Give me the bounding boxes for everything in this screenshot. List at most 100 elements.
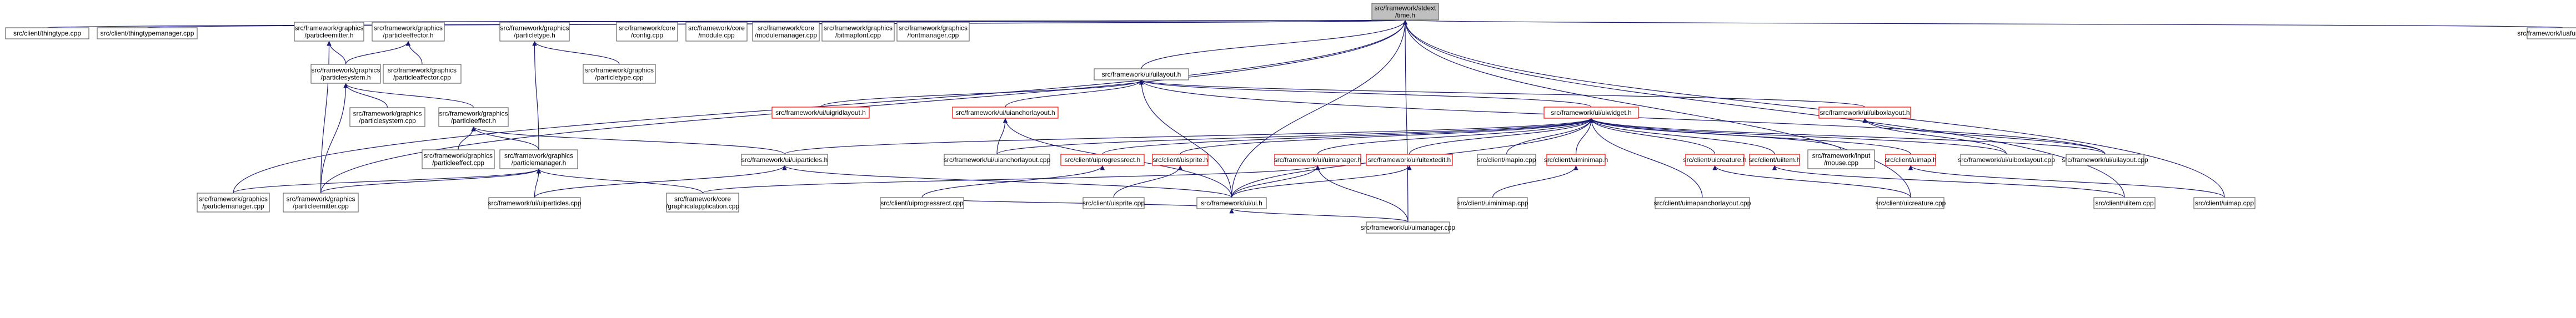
node-box[interactable]: [2093, 197, 2156, 209]
node-box[interactable]: [896, 22, 970, 42]
graph-node[interactable]: src/framework/ui/uianchorlayout.cpp: [944, 154, 1050, 166]
graph-node[interactable]: src/framework/graphics/bitmapfont.cpp: [821, 22, 895, 42]
node-box[interactable]: [1196, 197, 1267, 209]
graph-node[interactable]: src/framework/input/mouse.cpp: [1807, 149, 1875, 169]
node-box[interactable]: [880, 197, 964, 209]
graph-node[interactable]: src/client/thingtypemanager.cpp: [97, 27, 198, 39]
graph-node[interactable]: src/client/uicreature.h: [1683, 154, 1747, 166]
graph-node[interactable]: src/client/mapio.cpp: [1477, 154, 1536, 166]
graph-node[interactable]: src/framework/graphics/particleemitter.c…: [283, 193, 359, 213]
graph-node[interactable]: src/client/uisprite.h: [1152, 154, 1209, 166]
graph-node[interactable]: src/framework/graphics/particleeffect.cp…: [422, 149, 495, 169]
node-box[interactable]: [1152, 154, 1209, 166]
graph-node[interactable]: src/framework/ui/uiboxlayout.h: [1818, 107, 1911, 119]
graph-node[interactable]: src/client/uiitem.cpp: [2093, 197, 2156, 209]
node-box[interactable]: [2527, 27, 2576, 39]
graph-node[interactable]: src/framework/graphics/particleemitter.h: [294, 22, 364, 42]
node-box[interactable]: [1877, 197, 1944, 209]
node-box[interactable]: [1818, 107, 1911, 119]
graph-node[interactable]: src/framework/ui/uimanager.h: [1274, 154, 1361, 166]
node-box[interactable]: [1960, 154, 2053, 166]
node-box[interactable]: [383, 64, 462, 84]
graph-node[interactable]: src/framework/ui/uiparticles.cpp: [488, 197, 582, 209]
graph-node[interactable]: src/framework/graphics/particlesystem.h: [310, 64, 381, 84]
graph-node[interactable]: src/framework/ui/uimanager.cpp: [1361, 221, 1455, 234]
node-box[interactable]: [583, 64, 656, 84]
graph-node[interactable]: src/client/thingtype.cpp: [5, 27, 89, 39]
node-box[interactable]: [438, 107, 509, 127]
node-box[interactable]: [952, 107, 1059, 119]
node-box[interactable]: [97, 27, 198, 39]
node-box[interactable]: [1685, 154, 1745, 166]
graph-node[interactable]: src/framework/ui/uiwidget.h: [1543, 107, 1639, 119]
node-box[interactable]: [2193, 197, 2256, 209]
node-box[interactable]: [1457, 197, 1528, 209]
node-box[interactable]: [1546, 154, 1606, 166]
graph-node[interactable]: src/framework/ui/uiboxlayout.cpp: [1958, 154, 2055, 166]
graph-node[interactable]: src/client/uiprogressrect.cpp: [880, 197, 964, 209]
node-box[interactable]: [499, 149, 578, 169]
node-box[interactable]: [294, 22, 364, 42]
graph-node[interactable]: src/framework/graphics/particletype.cpp: [583, 64, 656, 84]
graph-node[interactable]: src/client/uimapanchorlayout.cpp: [1654, 197, 1751, 209]
graph-node[interactable]: src/framework/ui/ui.h: [1196, 197, 1267, 209]
graph-node[interactable]: src/client/uisprite.cpp: [1082, 197, 1145, 209]
node-box[interactable]: [1094, 68, 1189, 80]
node-box[interactable]: [1477, 154, 1536, 166]
graph-node[interactable]: src/framework/graphics/particlesystem.cp…: [349, 107, 425, 127]
node-box[interactable]: [197, 193, 270, 213]
graph-node[interactable]: src/client/uimap.h: [1885, 154, 1937, 166]
node-box[interactable]: [1371, 3, 1439, 21]
node-box[interactable]: [1274, 154, 1361, 166]
node-box[interactable]: [1807, 149, 1875, 169]
graph-node[interactable]: src/client/uiminimap.h: [1544, 154, 1608, 166]
graph-node[interactable]: src/framework/ui/uilayout.cpp: [2062, 154, 2148, 166]
graph-node[interactable]: src/client/uimap.cpp: [2193, 197, 2256, 209]
node-box[interactable]: [2066, 154, 2144, 166]
graph-node[interactable]: src/client/uiitem.h: [1749, 154, 1801, 166]
graph-node[interactable]: src/framework/core/graphicalapplication.…: [666, 193, 739, 213]
graph-node[interactable]: src/framework/graphics/fontmanager.cpp: [896, 22, 970, 42]
node-box[interactable]: [310, 64, 381, 84]
node-box[interactable]: [1366, 154, 1453, 166]
node-box[interactable]: [1366, 221, 1450, 234]
graph-node[interactable]: src/framework/ui/uianchorlayout.h: [952, 107, 1059, 119]
node-box[interactable]: [349, 107, 425, 127]
node-box[interactable]: [1060, 154, 1145, 166]
graph-node[interactable]: src/framework/ui/uitextedit.h: [1366, 154, 1453, 166]
node-box[interactable]: [944, 154, 1050, 166]
node-box[interactable]: [685, 22, 748, 42]
graph-node[interactable]: src/framework/graphics/particlemanager.h: [499, 149, 578, 169]
node-box[interactable]: [488, 197, 581, 209]
graph-node[interactable]: src/client/uicreature.cpp: [1876, 197, 1946, 209]
node-box[interactable]: [616, 22, 678, 42]
graph-node[interactable]: src/framework/graphics/particleaffector.…: [383, 64, 462, 84]
node-box[interactable]: [666, 193, 739, 213]
node-box[interactable]: [821, 22, 895, 42]
node-box[interactable]: [771, 107, 870, 119]
graph-node[interactable]: src/framework/ui/uilayout.h: [1094, 68, 1189, 80]
graph-node[interactable]: src/framework/stdext/time.h: [1371, 3, 1439, 21]
graph-node[interactable]: src/framework/core/module.cpp: [685, 22, 748, 42]
node-box[interactable]: [1749, 154, 1800, 166]
graph-node[interactable]: src/framework/graphics/particleeffect.h: [438, 107, 509, 127]
node-box[interactable]: [741, 154, 828, 166]
graph-node[interactable]: src/framework/ui/uiparticles.h: [741, 154, 828, 166]
node-box[interactable]: [752, 22, 820, 42]
node-box[interactable]: [5, 27, 89, 39]
graph-node[interactable]: src/framework/core/modulemanager.cpp: [752, 22, 820, 42]
graph-node[interactable]: src/client/uiminimap.cpp: [1457, 197, 1528, 209]
node-box[interactable]: [372, 22, 445, 42]
node-box[interactable]: [1543, 107, 1639, 119]
node-box[interactable]: [422, 149, 495, 169]
graph-node[interactable]: src/framework/luafunctions.cpp: [2517, 27, 2576, 39]
graph-node[interactable]: src/framework/graphics/particlemanager.c…: [197, 193, 270, 213]
graph-node[interactable]: src/framework/graphics/particleeffector.…: [372, 22, 445, 42]
node-box[interactable]: [283, 193, 359, 213]
node-box[interactable]: [499, 22, 570, 42]
graph-node[interactable]: src/framework/ui/uigridlayout.h: [771, 107, 870, 119]
graph-node[interactable]: src/framework/graphics/particletype.h: [499, 22, 570, 42]
node-box[interactable]: [1082, 197, 1145, 209]
node-box[interactable]: [1885, 154, 1936, 166]
graph-node[interactable]: src/client/uiprogressrect.h: [1060, 154, 1145, 166]
